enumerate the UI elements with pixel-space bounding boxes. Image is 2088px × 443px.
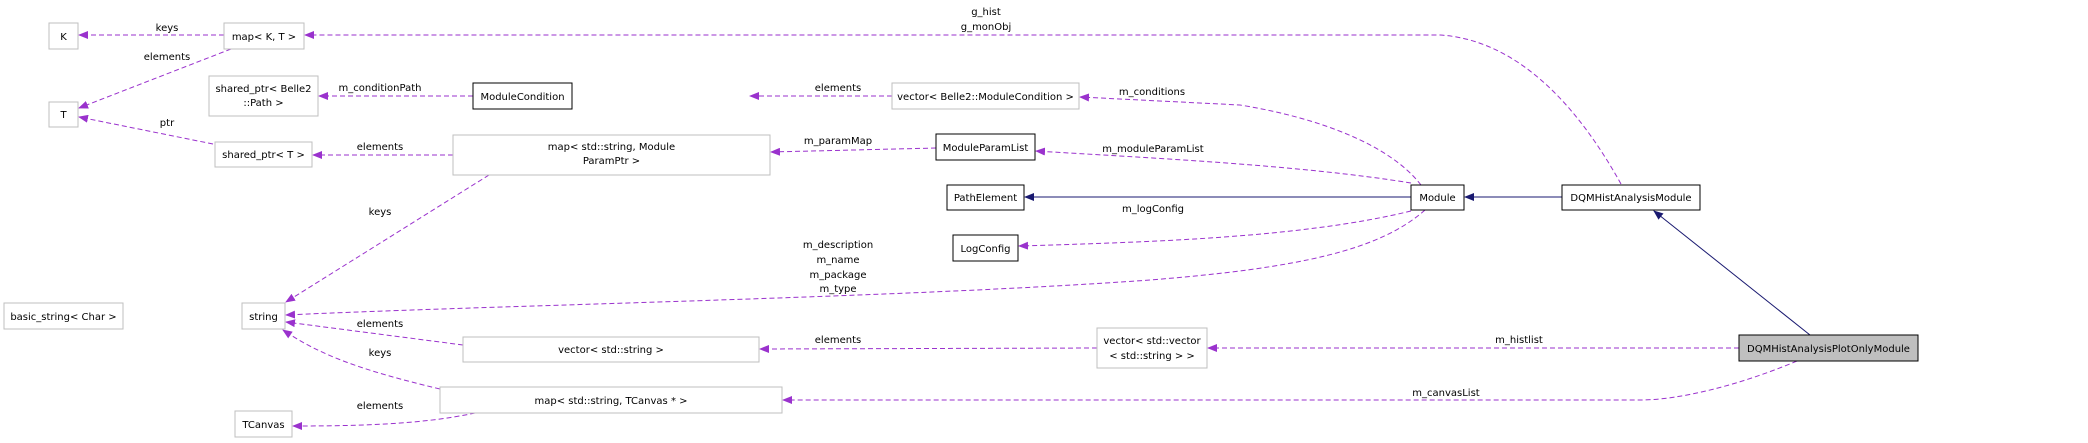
edge-m-canvas-list xyxy=(782,360,1798,404)
edge-label: m_moduleParamList xyxy=(1102,144,1203,155)
edge-m-module-param-list xyxy=(1035,147,1412,184)
node-module-param-list[interactable]: ModuleParamList xyxy=(935,133,1036,161)
node-dqm-hist-analysis-plot-only-module[interactable]: DQMHistAnalysisPlotOnlyModule xyxy=(1738,334,1919,362)
node-label: ModuleCondition xyxy=(480,92,564,103)
edge-map-canvas-elements xyxy=(292,412,476,430)
edge-label: elements xyxy=(357,401,403,412)
edge-label: m_conditions xyxy=(1119,87,1185,98)
node-dqm-hist-analysis-module[interactable]: DQMHistAnalysisModule xyxy=(1561,184,1701,211)
node-label: LogConfig xyxy=(961,244,1011,255)
edge-label: keys xyxy=(369,207,392,218)
node-label: shared_ptr< T > xyxy=(222,150,305,161)
edges xyxy=(78,31,1811,430)
edge-label: m_description xyxy=(803,240,873,251)
node-label: basic_string< Char > xyxy=(10,312,116,323)
node-label: string xyxy=(249,312,278,323)
edge-label: elements xyxy=(815,83,861,94)
node-label: DQMHistAnalysisModule xyxy=(1570,193,1691,204)
node-label: shared_ptr< Belle2 xyxy=(215,84,311,95)
inheritance-plot-only xyxy=(1653,210,1811,336)
node-label: vector< Belle2::ModuleCondition > xyxy=(897,92,1074,103)
edge-shared-ptr-ptr xyxy=(78,114,214,145)
edge-label: m_canvasList xyxy=(1412,388,1480,399)
edge-map-kt-elements xyxy=(78,48,232,109)
node-module-condition[interactable]: ModuleCondition xyxy=(472,82,573,110)
node-label: TCanvas xyxy=(241,420,284,431)
edge-label: m_logConfig xyxy=(1122,204,1184,215)
edge-vector-string-elements xyxy=(285,319,464,346)
nodes: K map< K, T > T shared_ptr< Belle2::Path… xyxy=(3,22,1919,438)
node-label: DQMHistAnalysisPlotOnlyModule xyxy=(1747,344,1910,355)
edge-label: ptr xyxy=(160,118,175,129)
node-label: vector< std::vector xyxy=(1103,336,1201,347)
edge-label: m_package xyxy=(810,270,867,281)
node-label: Module xyxy=(1419,193,1455,204)
edge-label: m_histlist xyxy=(1495,335,1543,346)
node-tcanvas[interactable]: TCanvas xyxy=(234,410,293,438)
edge-m-log-config xyxy=(1018,210,1412,250)
edge-label: elements xyxy=(357,319,403,330)
node-label: PathElement xyxy=(954,193,1017,204)
edge-label: m_name xyxy=(816,255,859,266)
edge-module-string xyxy=(285,209,1426,319)
node-label: ModuleParamList xyxy=(943,143,1029,154)
edge-labels: keys elements ptr m_conditionPath elemen… xyxy=(144,7,1543,412)
node-label: map< std::string, TCanvas * > xyxy=(534,396,687,407)
node-label: < std::string > > xyxy=(1109,351,1195,362)
edge-label: elements xyxy=(144,52,190,63)
node-vector-condition[interactable]: vector< Belle2::ModuleCondition > xyxy=(891,82,1080,110)
node-label: vector< std::string > xyxy=(558,345,664,356)
edge-label: keys xyxy=(369,348,392,359)
node-label: K xyxy=(60,32,67,43)
edge-label: m_conditionPath xyxy=(339,83,422,94)
node-t[interactable]: T xyxy=(48,101,79,128)
node-label: map< K, T > xyxy=(232,32,296,43)
edge-label: keys xyxy=(156,23,179,34)
edge-m-conditions xyxy=(1079,93,1422,186)
node-label: ParamPtr > xyxy=(583,156,640,167)
node-k[interactable]: K xyxy=(48,22,79,50)
node-label: ::Path > xyxy=(243,98,283,109)
node-string[interactable]: string xyxy=(241,302,286,330)
edge-g-hist xyxy=(304,31,1622,185)
edge-label: elements xyxy=(357,142,403,153)
node-module[interactable]: Module xyxy=(1410,184,1465,211)
node-vector-string[interactable]: vector< std::string > xyxy=(462,336,760,363)
edge-map-canvas-keys xyxy=(282,329,441,390)
edge-label: g_monObj xyxy=(961,22,1012,33)
node-label: T xyxy=(59,110,67,121)
edge-map-param-keys xyxy=(285,174,490,303)
node-log-config[interactable]: LogConfig xyxy=(952,234,1019,262)
edge-label: m_paramMap xyxy=(804,136,872,147)
node-vector-vector[interactable]: vector< std::vector< std::string > > xyxy=(1096,327,1208,369)
node-shared-ptr-path[interactable]: shared_ptr< Belle2::Path > xyxy=(208,75,319,117)
edge-label: elements xyxy=(815,335,861,346)
node-map-k-t[interactable]: map< K, T > xyxy=(223,22,305,50)
node-basic-string[interactable]: basic_string< Char > xyxy=(3,302,124,330)
node-shared-ptr-t[interactable]: shared_ptr< T > xyxy=(214,141,313,168)
edge-param-map xyxy=(770,147,937,156)
edge-vector-vector-elements xyxy=(759,344,1098,353)
node-path-element[interactable]: PathElement xyxy=(946,184,1025,211)
edge-label: g_hist xyxy=(971,7,1001,18)
node-label: map< std::string, Module xyxy=(548,142,675,153)
edge-label: m_type xyxy=(819,284,856,295)
node-map-canvas[interactable]: map< std::string, TCanvas * > xyxy=(439,386,783,414)
